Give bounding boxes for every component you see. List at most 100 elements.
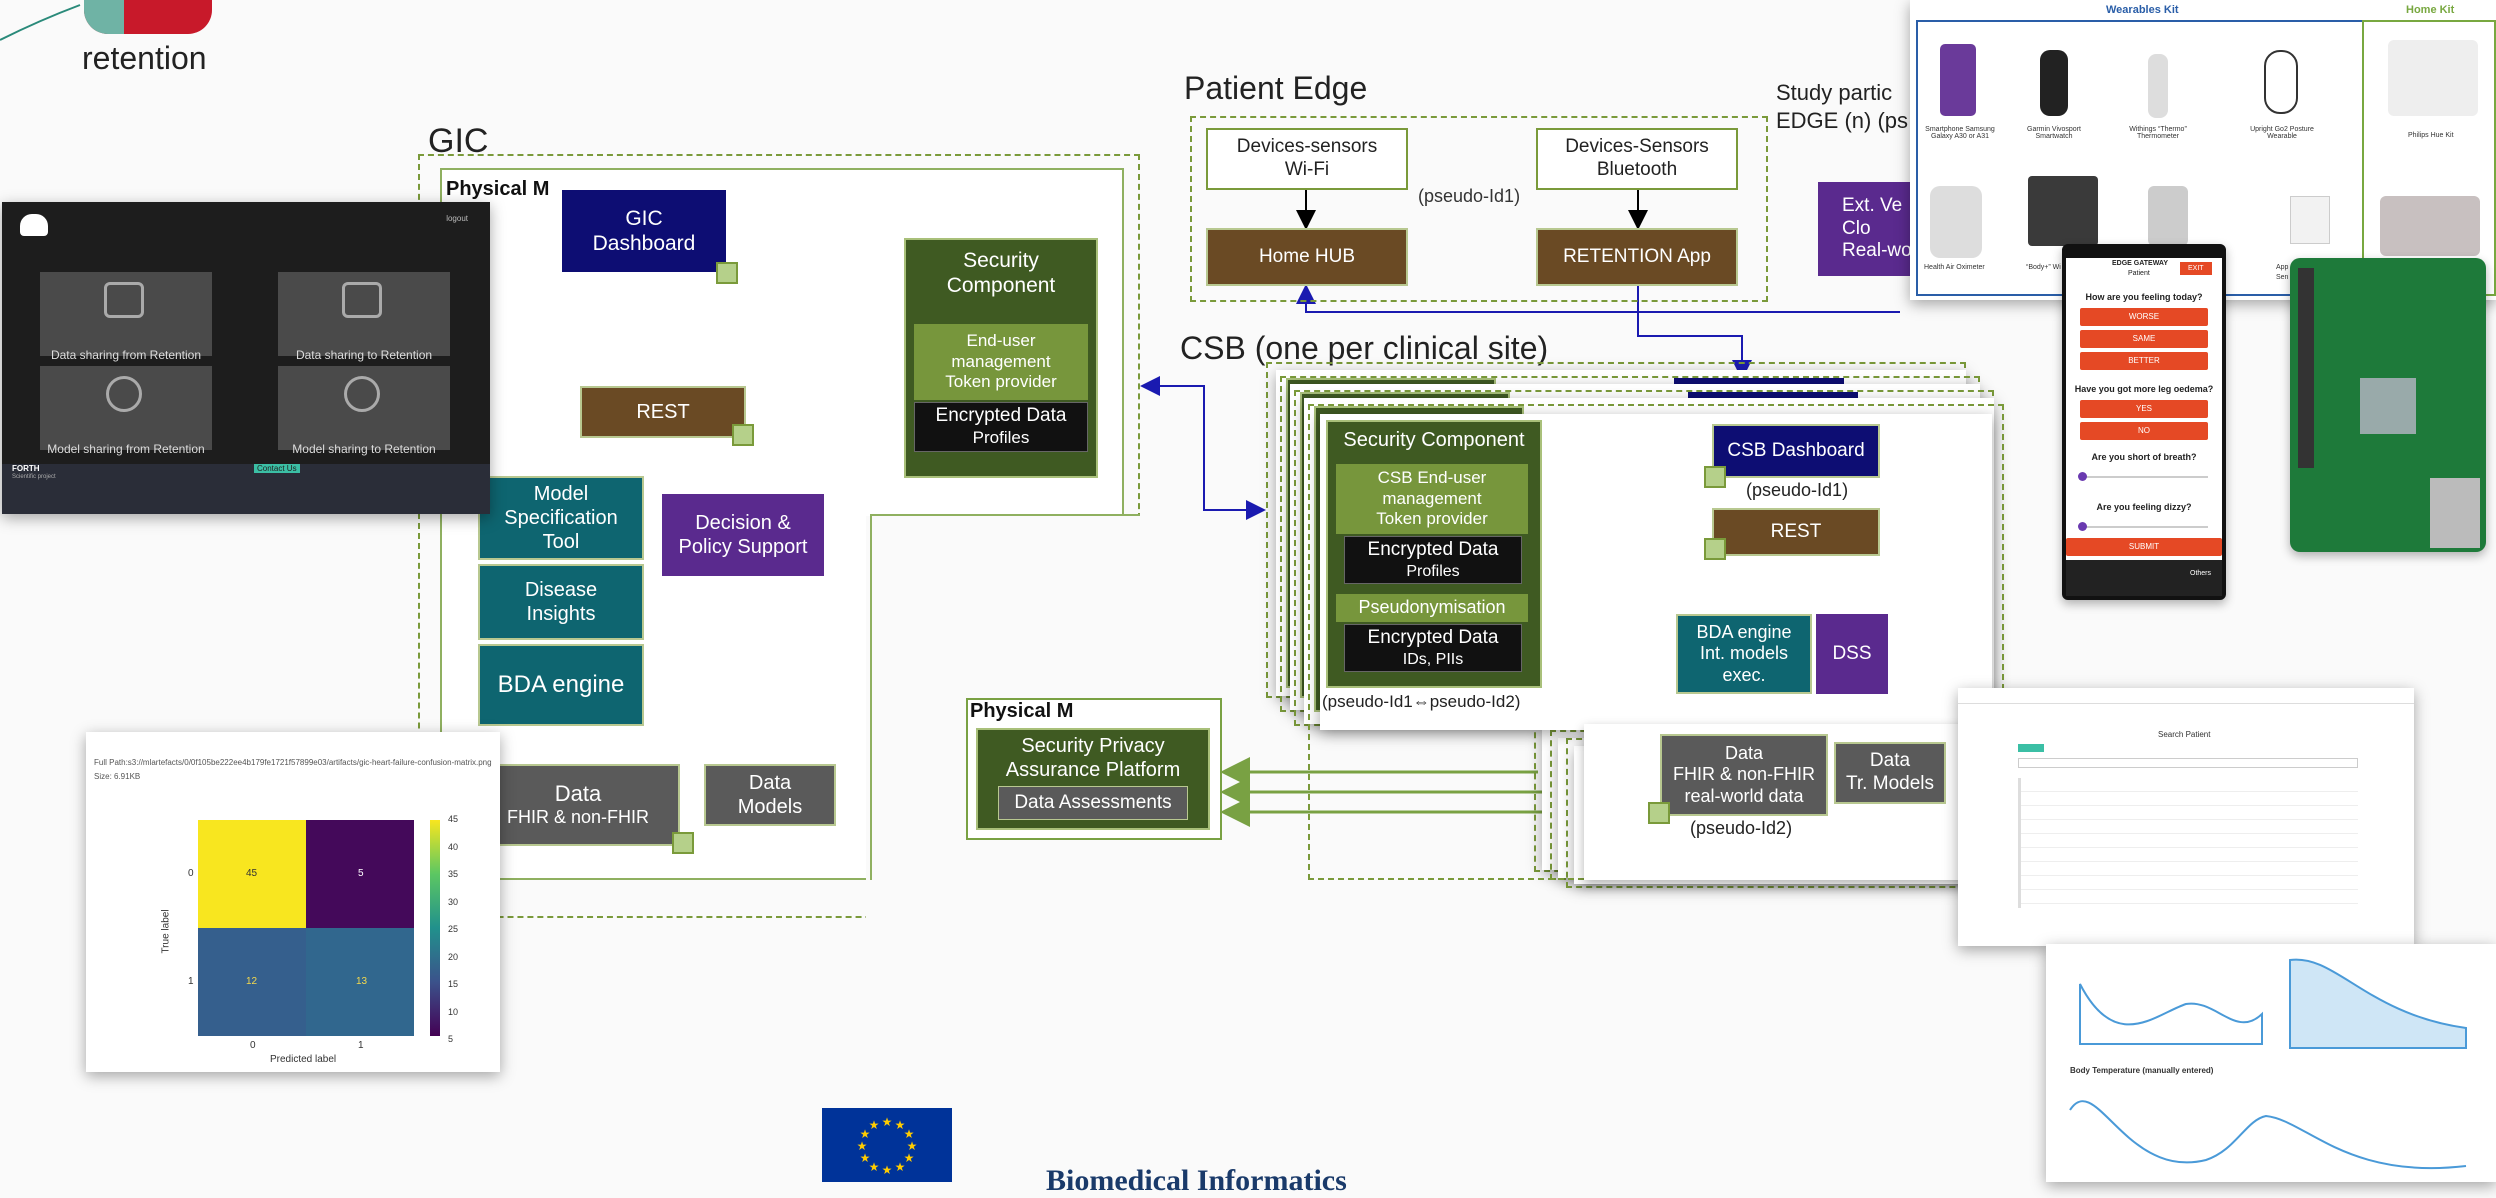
contact-us-link[interactable]: Contact Us <box>254 464 300 473</box>
gic-rest-label: REST <box>636 401 690 423</box>
gic-data-models[interactable]: Data Models <box>704 764 836 826</box>
cm-row-tick: 0 <box>188 868 194 879</box>
wifi-line1: Devices-sensors <box>1236 136 1378 158</box>
gic-security-title1: Security <box>963 249 1039 272</box>
svg-text:★: ★ <box>869 1118 880 1132</box>
breath-slider-thumb[interactable] <box>2078 472 2087 481</box>
cb-tick: 45 <box>448 814 459 824</box>
cb-tick: 10 <box>448 1006 459 1017</box>
svg-text:★: ★ <box>895 1118 906 1132</box>
cb-tick: 25 <box>448 924 459 934</box>
search-patient-title: Search Patient <box>2158 730 2211 739</box>
thermometer-image <box>2148 54 2168 118</box>
wearable-caption: Upright Go2 Posture Wearable <box>2250 126 2314 140</box>
option-same[interactable]: SAME <box>2080 330 2208 348</box>
wearables-kit-panel: Wearables Kit Home Kit Smartphone Samsun… <box>1910 0 2496 300</box>
gic-data-models-line1: Data <box>748 772 792 794</box>
wearable-caption: “Body+” Wi <box>2026 264 2061 271</box>
tile-data-from[interactable]: Data sharing from Retention <box>40 272 212 362</box>
csb-rest[interactable]: REST <box>1712 508 1880 556</box>
vitals-top-chart <box>2079 958 2467 1049</box>
cm-cell-00 <box>198 820 306 928</box>
home-hub-label: Home HUB <box>1258 245 1356 267</box>
gic-dashboard-connector <box>716 262 738 284</box>
dark-app-logout[interactable]: logout <box>446 214 468 223</box>
spap-physical-m: Physical M <box>970 700 1074 722</box>
option-better[interactable]: BETTER <box>2080 352 2208 370</box>
exit-button[interactable]: EXIT <box>2180 262 2212 275</box>
patient-search-screenshot: Search Patient <box>1958 688 2414 946</box>
gic-heading: GIC <box>428 122 489 160</box>
gic-rest[interactable]: REST <box>580 386 746 438</box>
gic-mgmt-line3: Token provider <box>945 372 1057 392</box>
wifi-sensors: Devices-sensors Wi-Fi <box>1206 128 1408 190</box>
submit-button[interactable]: SUBMIT <box>2066 538 2222 556</box>
gic-data-fhir[interactable]: Data FHIR & non-FHIR <box>476 764 680 846</box>
csb-dashboard[interactable]: CSB Dashboard <box>1712 424 1880 478</box>
cm-value: 13 <box>356 976 368 987</box>
study-participant-line2: EDGE (n) (ps <box>1776 108 1909 133</box>
csb-data-fhir[interactable]: Data FHIR & non-FHIR real-world data <box>1660 734 1828 816</box>
dizzy-slider[interactable] <box>2080 526 2208 528</box>
cb-tick: 20 <box>448 951 459 962</box>
cb-tick: 40 <box>448 841 459 852</box>
mobile-phone-screenshot: EDGE GATEWAY Patient EXIT How are you fe… <box>2062 244 2226 600</box>
home-hub: Home HUB <box>1206 228 1408 286</box>
smartwatch-image <box>2040 50 2068 116</box>
gic-dashboard[interactable]: GIC Dashboard <box>562 190 726 272</box>
csb-bda-engine[interactable]: BDA engine Int. models exec. <box>1676 614 1812 694</box>
gic-data-line1: Data <box>554 781 602 806</box>
csb-bda-line2: Int. models <box>1699 643 1789 664</box>
wearables-title: Wearables Kit <box>2106 4 2179 16</box>
retention-app-label: RETENTION App <box>1563 245 1711 267</box>
home-kit-title: Home Kit <box>2406 4 2455 16</box>
cb-tick: 30 <box>448 896 459 907</box>
gic-encrypted-profiles: Encrypted Data Profiles <box>914 402 1088 452</box>
csb-mgmt-line1: CSB End-user <box>1377 468 1487 488</box>
csb-pseudo1: (pseudo-Id1) <box>1746 480 1849 500</box>
bt-line1: Devices-Sensors <box>1565 136 1709 158</box>
artifact-size: Size: 6.91KB <box>94 772 141 781</box>
csb-enc2-sub: IDs, PIIs <box>1402 650 1464 668</box>
svg-text:★: ★ <box>907 1139 918 1153</box>
dizzy-slider-thumb[interactable] <box>2078 522 2087 531</box>
add-button[interactable] <box>2018 744 2044 752</box>
artifact-path: Full Path:s3://mlartefacts/0/0f105be222e… <box>94 758 492 767</box>
csb-pseudonym-label: Pseudonymisation <box>1358 597 1506 618</box>
csb-tr-line2: Tr. Models <box>1846 773 1934 794</box>
patient-edge-pseudo: (pseudo-Id1) <box>1418 186 1521 206</box>
cb-tick: 15 <box>448 979 459 989</box>
gic-decision-policy[interactable]: Decision & Policy Support <box>662 494 824 576</box>
svg-text:★: ★ <box>895 1160 906 1174</box>
question-feeling: How are you feeling today? <box>2085 292 2203 302</box>
svg-text:★: ★ <box>860 1151 871 1165</box>
raspberry-pi-image <box>2290 258 2486 552</box>
cb-tick: 35 <box>448 869 459 879</box>
csb-tr-line1: Data <box>1869 750 1911 772</box>
status-bar <box>2066 248 2222 258</box>
gic-model-spec-line2: Specification <box>504 507 618 529</box>
svg-text:★: ★ <box>860 1127 871 1141</box>
option-yes[interactable]: YES <box>2080 400 2208 418</box>
gic-enc-title: Encrypted Data <box>935 405 1067 427</box>
csb-dss[interactable]: DSS <box>1816 614 1888 694</box>
others-tab[interactable]: Others <box>2190 570 2212 577</box>
cm-value: 12 <box>246 976 258 987</box>
search-input[interactable] <box>2018 758 2358 768</box>
csb-tr-models[interactable]: Data Tr. Models <box>1834 742 1946 804</box>
csb-mgmt-line2: management <box>1382 488 1482 508</box>
gic-disease-line2: Insights <box>526 603 596 625</box>
spap-assess-label: Data Assessments <box>1014 791 1172 813</box>
gic-disease-insights[interactable]: Disease Insights <box>478 564 644 640</box>
option-worse[interactable]: WORSE <box>2080 308 2208 326</box>
gic-bda-engine[interactable]: BDA engine <box>478 644 644 726</box>
gic-model-spec-tool[interactable]: Model Specification Tool <box>478 476 644 560</box>
svg-text:★: ★ <box>882 1163 893 1177</box>
tile-data-to[interactable]: Data sharing to Retention <box>278 272 450 362</box>
csb-pseudonymisation: Pseudonymisation <box>1336 594 1528 622</box>
breath-slider[interactable] <box>2080 476 2208 478</box>
svg-text:★: ★ <box>904 1151 915 1165</box>
csb-pseudo-mapping: (pseudo-Id1⇔pseudo-Id2) <box>1322 692 1521 711</box>
gic-user-management: End-user management Token provider <box>914 324 1088 400</box>
option-no[interactable]: NO <box>2080 422 2208 440</box>
